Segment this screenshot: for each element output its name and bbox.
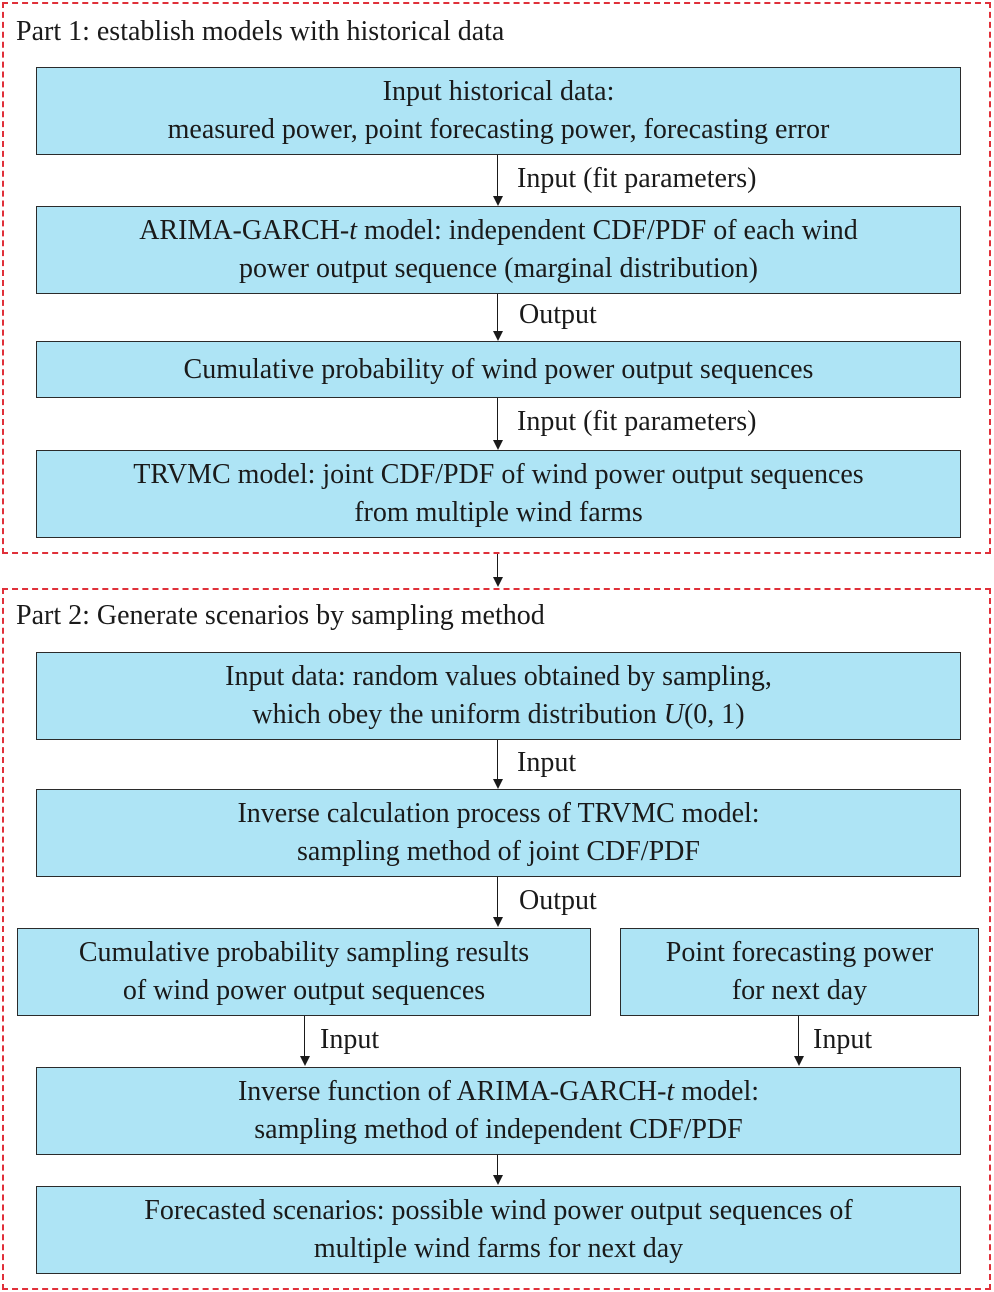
label-input-right: Input bbox=[813, 1024, 873, 1055]
arrow-2-head bbox=[493, 331, 503, 341]
arima-garch-line1-pre: ARIMA-GARCH- bbox=[139, 215, 350, 246]
arrow-3-head bbox=[493, 440, 503, 450]
trvmc-model-line2: from multiple wind farms bbox=[354, 497, 643, 528]
arrow-5-line bbox=[497, 877, 498, 918]
random-input-box: Input data: random values obtained by sa… bbox=[36, 652, 961, 740]
arrow-1-head bbox=[493, 196, 503, 206]
random-input-line2-pre: which obey the uniform distribution bbox=[252, 699, 664, 730]
inverse-arima-line1-post: model: bbox=[674, 1076, 760, 1107]
arrow-8-head bbox=[493, 1175, 503, 1185]
arrow-6-head bbox=[300, 1056, 310, 1066]
part1-container bbox=[2, 2, 991, 554]
historical-data-line1: Input historical data: bbox=[382, 76, 615, 107]
arima-garch-line1-post: model: independent CDF/PDF of each wind bbox=[356, 215, 858, 246]
arrow-4-head bbox=[493, 779, 503, 789]
cumulative-probability-box: Cumulative probability of wind power out… bbox=[36, 341, 961, 398]
arrow-7-line bbox=[798, 1016, 799, 1057]
inverse-arima-line1-italic: t bbox=[666, 1076, 675, 1107]
arrow-2-line bbox=[497, 294, 498, 332]
random-input-line2-post: (0, 1) bbox=[683, 699, 745, 730]
arrow-1-line bbox=[497, 155, 498, 197]
inverse-trvmc-line1: Inverse calculation process of TRVMC mod… bbox=[237, 798, 760, 829]
point-forecast-line2: for next day bbox=[731, 975, 868, 1006]
arima-garch-line2: power output sequence (marginal distribu… bbox=[239, 253, 758, 284]
cumulative-probability-line1: Cumulative probability of wind power out… bbox=[183, 353, 814, 385]
label-output-1: Output bbox=[519, 299, 597, 330]
trvmc-model-line1: TRVMC model: joint CDF/PDF of wind power… bbox=[133, 459, 864, 490]
inverse-arima-line1-pre: Inverse function of ARIMA-GARCH- bbox=[237, 1076, 667, 1107]
sampling-results-line2: of wind power output sequences bbox=[122, 975, 486, 1006]
part1-title: Part 1: establish models with historical… bbox=[16, 16, 505, 47]
historical-data-box: Input historical data: measured power, p… bbox=[36, 67, 961, 155]
random-input-line2: which obey the uniform distribution U(0,… bbox=[252, 696, 744, 734]
arrow-6-line bbox=[304, 1016, 305, 1057]
inverse-arima-line1: Inverse function of ARIMA-GARCH-t model: bbox=[238, 1073, 759, 1111]
point-forecast-line1: Point forecasting power bbox=[665, 937, 934, 968]
part2-title: Part 2: Generate scenarios by sampling m… bbox=[16, 600, 545, 631]
label-input-1: Input bbox=[517, 747, 577, 778]
inverse-arima-line2: sampling method of independent CDF/PDF bbox=[254, 1114, 743, 1145]
arima-garch-line1-italic: t bbox=[349, 215, 357, 246]
sampling-results-line1: Cumulative probability sampling results bbox=[78, 937, 530, 968]
forecasted-scenarios-line1: Forecasted scenarios: possible wind powe… bbox=[144, 1195, 853, 1226]
forecasted-scenarios-box: Forecasted scenarios: possible wind powe… bbox=[36, 1186, 961, 1274]
arrow-8-line bbox=[497, 1155, 498, 1176]
arrow-7-head bbox=[794, 1056, 804, 1066]
random-input-line1: Input data: random values obtained by sa… bbox=[225, 661, 772, 692]
label-output-2: Output bbox=[519, 885, 597, 916]
inverse-arima-box: Inverse function of ARIMA-GARCH-t model:… bbox=[36, 1067, 961, 1155]
part2-container bbox=[2, 588, 991, 1290]
inverse-trvmc-box: Inverse calculation process of TRVMC mod… bbox=[36, 789, 961, 877]
arima-garch-line1: ARIMA-GARCH-t model: independent CDF/PDF… bbox=[139, 212, 858, 250]
forecasted-scenarios-line2: multiple wind farms for next day bbox=[313, 1233, 684, 1264]
arrow-5-head bbox=[493, 917, 503, 927]
arrow-3-line bbox=[497, 398, 498, 441]
arrow-between-parts-head bbox=[493, 577, 503, 587]
point-forecast-box: Point forecasting power for next day bbox=[620, 928, 979, 1016]
historical-data-line2: measured power, point forecasting power,… bbox=[167, 114, 830, 145]
arima-garch-box: ARIMA-GARCH-t model: independent CDF/PDF… bbox=[36, 206, 961, 294]
sampling-results-box: Cumulative probability sampling results … bbox=[17, 928, 591, 1016]
inverse-trvmc-line2: sampling method of joint CDF/PDF bbox=[297, 836, 700, 867]
trvmc-model-box: TRVMC model: joint CDF/PDF of wind power… bbox=[36, 450, 961, 538]
label-fit-parameters-1: Input (fit parameters) bbox=[517, 163, 757, 194]
label-fit-parameters-2: Input (fit parameters) bbox=[517, 406, 757, 437]
random-input-line2-italic: U bbox=[663, 699, 684, 730]
label-input-left: Input bbox=[320, 1024, 380, 1055]
arrow-between-parts-line bbox=[497, 554, 498, 578]
arrow-4-line bbox=[497, 740, 498, 780]
